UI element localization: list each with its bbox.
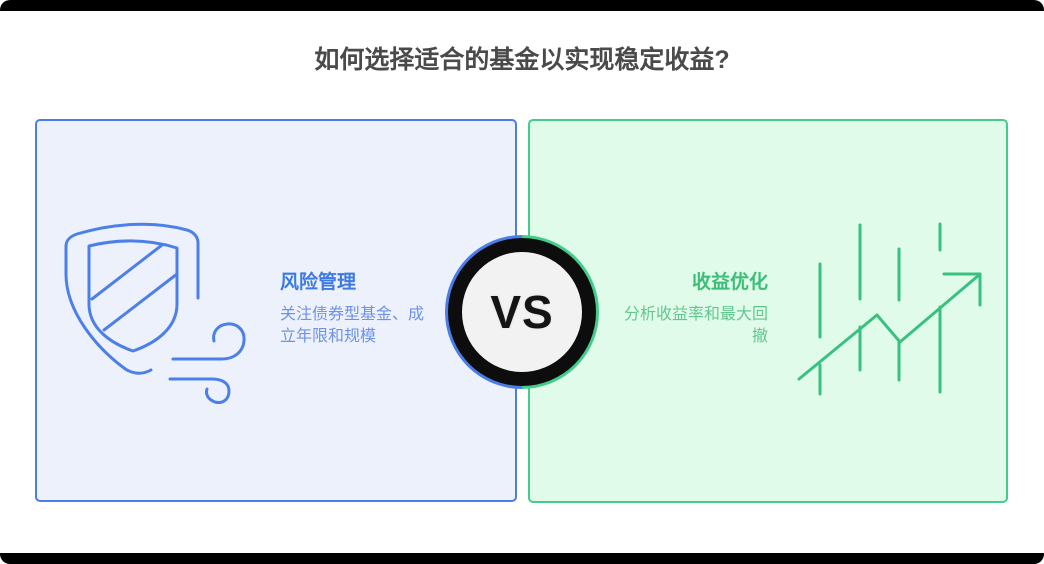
- vs-badge-inner: VS: [462, 252, 582, 372]
- letterbox-bar-bottom: [0, 553, 1044, 564]
- letterbox-bar-top: [0, 0, 1044, 11]
- vs-label: VS: [490, 286, 554, 338]
- profit-optimization-card: 收益优化 分析收益率和最大回撤: [528, 119, 1008, 503]
- trend-up-chart-icon: [792, 207, 992, 402]
- vs-badge: VS: [445, 235, 599, 389]
- shield-wind-icon: [52, 212, 252, 412]
- profit-card-description: 分析收益率和最大回撤: [623, 306, 768, 345]
- risk-management-card: 风险管理 关注债券型基金、成立年限和规模: [35, 119, 517, 502]
- vs-badge-ring: VS: [448, 238, 596, 386]
- risk-card-description: 关注债券型基金、成立年限和规模: [280, 306, 425, 345]
- page-title: 如何选择适合的基金以实现稳定收益?: [314, 46, 730, 74]
- risk-card-title: 风险管理: [280, 272, 357, 293]
- profit-card-title: 收益优化: [691, 272, 768, 293]
